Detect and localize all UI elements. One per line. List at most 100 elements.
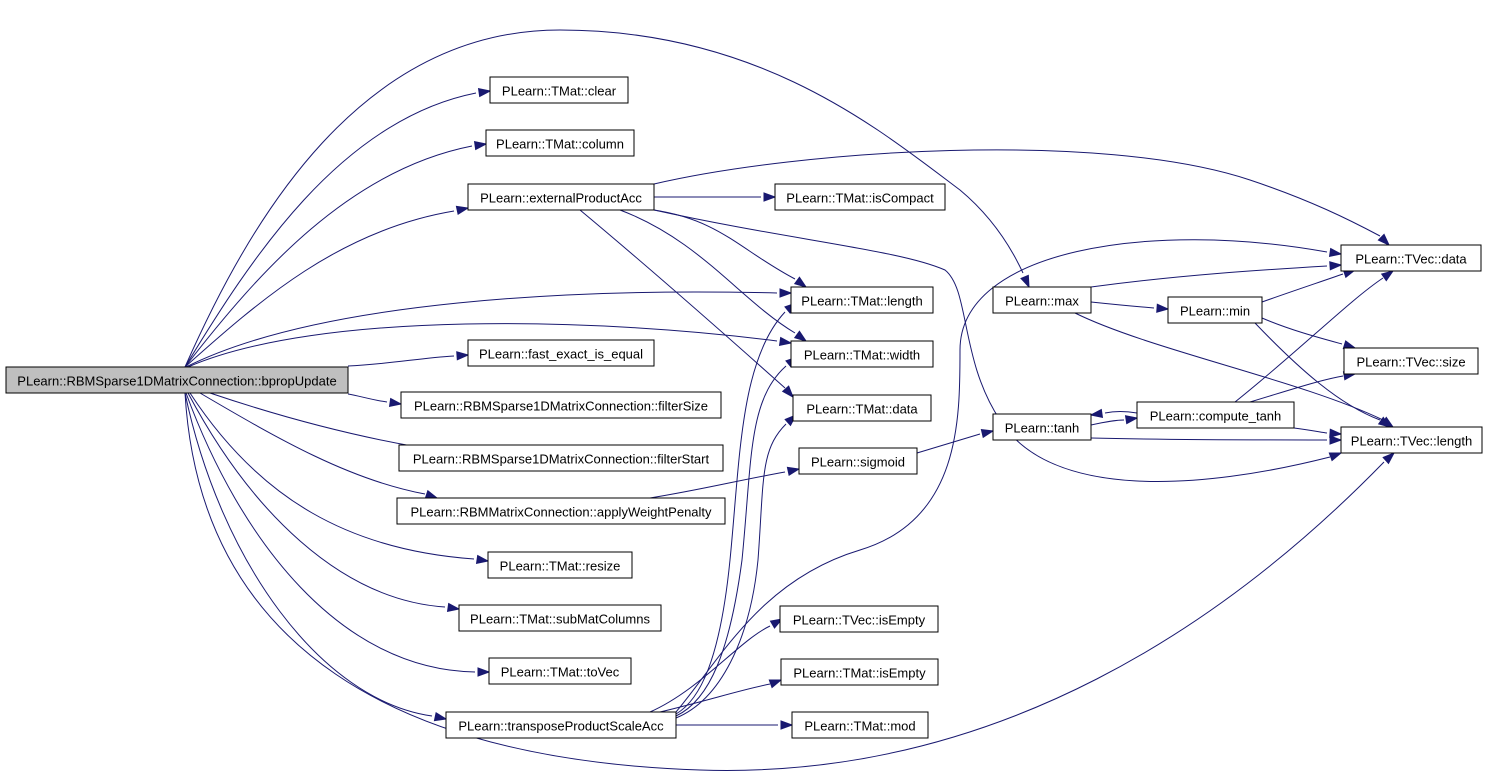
node-subMatColumns[interactable]: PLearn::TMat::subMatColumns	[458, 604, 662, 632]
node-box	[1340, 244, 1482, 272]
node-externalProductAcc[interactable]: PLearn::externalProductAcc	[467, 183, 655, 211]
edge-compute-tanh-to-tvec-length	[1293, 427, 1343, 438]
edge-line	[184, 145, 473, 368]
edge-externalProductAcc-to-tvec-length	[653, 209, 1343, 482]
node-compute-tanh[interactable]: PLearn::compute_tanh	[1136, 401, 1295, 429]
edge-min-to-tvec-data	[1261, 269, 1357, 303]
node-tmat-width[interactable]: PLearn::TMat::width	[790, 340, 934, 368]
node-bpropUpdate[interactable]: PLearn::RBMSparse1DMatrixConnection::bpr…	[5, 366, 349, 394]
edge-line	[1104, 411, 1138, 414]
node-sigmoid[interactable]: PLearn::sigmoid	[798, 447, 918, 475]
node-applyWeightPenalty[interactable]: PLearn::RBMMatrixConnection::applyWeight…	[396, 497, 726, 525]
edge-arrowhead	[786, 466, 801, 477]
node-label: PLearn::TMat::isCompact	[786, 191, 934, 206]
edge-tanh-to-tvec-length	[1090, 435, 1343, 445]
edge-bpropUpdate-to-max	[184, 29, 1030, 368]
node-resize[interactable]: PLearn::TMat::resize	[487, 551, 633, 579]
node-box	[1136, 401, 1295, 429]
node-tanh[interactable]: PLearn::tanh	[992, 413, 1092, 441]
node-box	[780, 658, 939, 686]
node-tmat-data[interactable]: PLearn::TMat::data	[792, 394, 932, 422]
node-box	[774, 183, 946, 211]
node-label: PLearn::transposeProductScaleAcc	[458, 719, 664, 734]
edge-line	[199, 392, 426, 495]
edge-bpropUpdate-to-fast-exact-is-equal	[347, 351, 470, 367]
edge-line	[1074, 312, 1384, 421]
edge-arrowhead	[781, 385, 794, 399]
node-label: PLearn::TVec::size	[1356, 355, 1465, 370]
node-label: PLearn::RBMSparse1DMatrixConnection::bpr…	[17, 374, 336, 389]
node-label: PLearn::TMat::isEmpty	[793, 666, 926, 681]
edge-line	[1090, 265, 1328, 288]
node-filterStart[interactable]: PLearn::RBMSparse1DMatrixConnection::fil…	[398, 444, 724, 472]
node-label: PLearn::TVec::data	[1355, 252, 1467, 267]
node-box	[485, 129, 635, 157]
node-toVec[interactable]: PLearn::TMat::toVec	[488, 657, 632, 685]
edge-transposeProductScaleAcc-to-tvec-isEmpty	[649, 618, 784, 713]
node-box	[458, 604, 662, 632]
edge-line	[653, 149, 1381, 237]
node-tvec-size[interactable]: PLearn::TVec::size	[1343, 347, 1479, 375]
node-label: PLearn::TMat::toVec	[501, 665, 620, 680]
node-tvec-length[interactable]: PLearn::TVec::length	[1340, 426, 1483, 454]
node-label: PLearn::tanh	[1005, 421, 1079, 436]
node-box	[1167, 296, 1263, 324]
edge-line	[653, 209, 1331, 482]
edge-line	[1234, 277, 1384, 403]
node-label: PLearn::TMat::column	[496, 137, 624, 152]
edge-arrowhead	[477, 87, 492, 98]
node-box	[779, 605, 939, 633]
edges-layer	[184, 29, 1396, 771]
edge-transposeProductScaleAcc-to-mod	[675, 720, 794, 730]
node-mod[interactable]: PLearn::TMat::mod	[791, 711, 929, 739]
node-tvec-isEmpty[interactable]: PLearn::TVec::isEmpty	[779, 605, 939, 633]
node-tmat-isEmpty[interactable]: PLearn::TMat::isEmpty	[780, 658, 939, 686]
node-transposeProductScaleAcc[interactable]: PLearn::transposeProductScaleAcc	[445, 711, 677, 739]
edge-line	[1090, 419, 1125, 426]
node-label: PLearn::TVec::length	[1351, 434, 1472, 449]
node-box	[792, 394, 932, 422]
edge-line	[675, 423, 787, 719]
node-fast-exact-is-equal[interactable]: PLearn::fast_exact_is_equal	[467, 339, 655, 367]
edge-line	[347, 393, 388, 403]
edge-line	[579, 209, 786, 389]
node-tmat-length[interactable]: PLearn::TMat::length	[790, 286, 934, 314]
nodes-layer: PLearn::RBMSparse1DMatrixConnection::bpr…	[5, 76, 1483, 739]
edge-arrowhead	[1377, 416, 1392, 428]
edge-bpropUpdate-to-clear	[184, 87, 492, 368]
edge-transposeProductScaleAcc-to-tmat-isEmpty	[659, 679, 783, 713]
node-clear[interactable]: PLearn::TMat::clear	[489, 76, 629, 104]
node-min[interactable]: PLearn::min	[1167, 296, 1263, 324]
edge-line	[1261, 317, 1343, 345]
node-label: PLearn::RBMSparse1DMatrixConnection::fil…	[414, 399, 708, 414]
edge-externalProductAcc-to-tmat-width	[619, 209, 808, 342]
edge-arrowhead	[1089, 408, 1104, 419]
node-isCompact[interactable]: PLearn::TMat::isCompact	[774, 183, 946, 211]
edge-max-to-min	[1090, 301, 1170, 313]
edge-arrowhead	[1377, 233, 1391, 247]
node-box	[467, 339, 655, 367]
node-box	[1340, 426, 1483, 454]
edge-arrowhead	[768, 679, 783, 689]
node-label: PLearn::externalProductAcc	[480, 191, 642, 206]
edge-arrowhead	[388, 397, 403, 408]
edge-arrowhead	[1382, 452, 1396, 465]
edge-arrowhead	[433, 711, 448, 722]
edge-line	[1293, 427, 1328, 434]
edge-bpropUpdate-to-externalProductAcc	[184, 205, 470, 368]
node-label: PLearn::TMat::mod	[804, 719, 915, 734]
edge-arrowhead	[1329, 435, 1343, 445]
edge-line	[649, 471, 786, 499]
node-tvec-data[interactable]: PLearn::TVec::data	[1340, 244, 1482, 272]
node-label: PLearn::RBMMatrixConnection::applyWeight…	[410, 505, 712, 520]
edge-arrowhead	[1380, 270, 1395, 282]
node-filterSize[interactable]: PLearn::RBMSparse1DMatrixConnection::fil…	[400, 391, 722, 419]
node-label: PLearn::TMat::resize	[500, 559, 621, 574]
edge-arrowhead	[475, 554, 490, 565]
node-column[interactable]: PLearn::TMat::column	[485, 129, 635, 157]
node-box	[400, 391, 722, 419]
node-max[interactable]: PLearn::max	[992, 286, 1092, 314]
edge-arrowhead	[1328, 247, 1343, 258]
edge-bpropUpdate-to-tmat-length	[185, 288, 793, 368]
node-box	[396, 497, 726, 525]
